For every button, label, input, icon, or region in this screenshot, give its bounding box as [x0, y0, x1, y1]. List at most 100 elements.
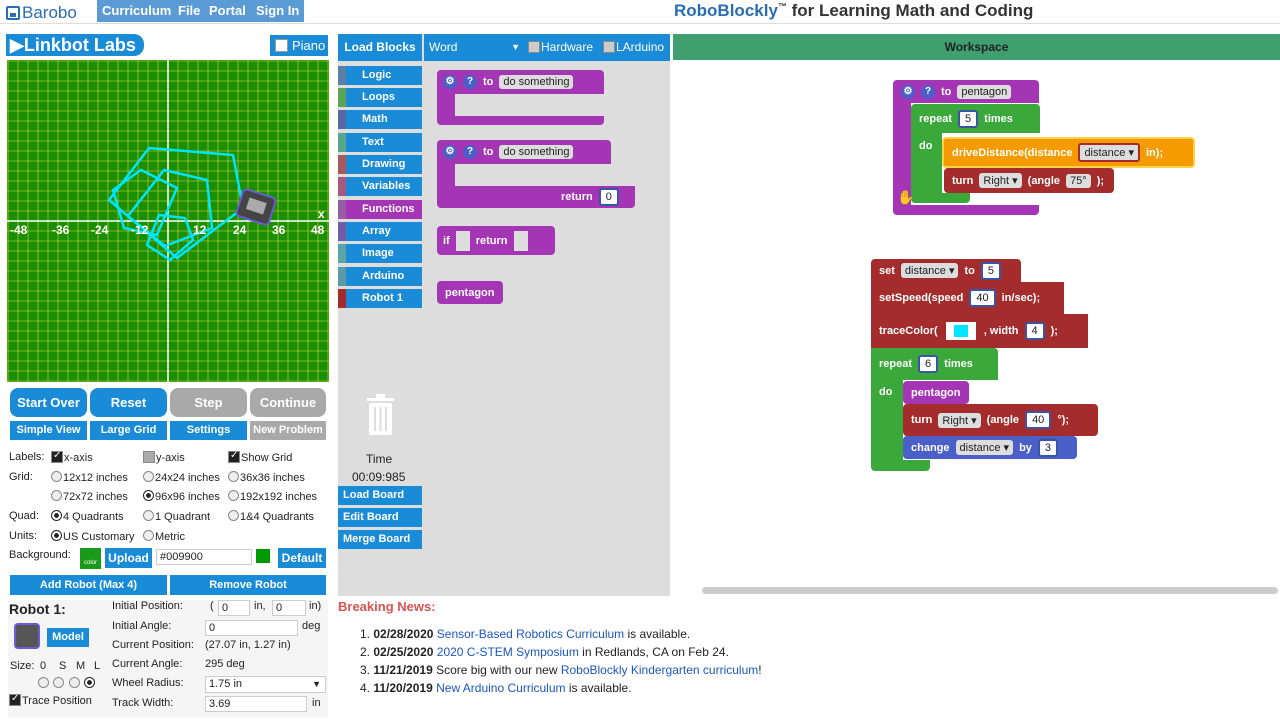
category-loops[interactable]: Loops	[338, 88, 422, 107]
category-functions[interactable]: Functions	[338, 200, 422, 219]
main-repeat-count[interactable]: 6	[918, 355, 939, 373]
grid-24x24[interactable]: 24x24 inches	[143, 471, 220, 484]
pentagon-call[interactable]	[903, 381, 969, 404]
app-title-rest: for Learning Math and Coding	[791, 1, 1034, 20]
category-arduino[interactable]: Arduino	[338, 267, 422, 286]
barobo-logo[interactable]: Barobo	[6, 3, 77, 23]
new-problem-button[interactable]: New Problem	[250, 421, 326, 440]
category-drawing[interactable]: Drawing	[338, 155, 422, 174]
background-hex-input[interactable]: #009900	[156, 549, 252, 565]
grid-96x96[interactable]: 96x96 inches	[143, 490, 220, 503]
y-axis-checkbox[interactable]	[143, 451, 155, 463]
background-color-tag[interactable]: color	[80, 548, 101, 569]
wheel-radius-select[interactable]: 1.75 in▼	[205, 676, 326, 693]
category-variables[interactable]: Variables	[338, 177, 422, 196]
nav-portal[interactable]: Portal	[204, 0, 252, 22]
set-speed-block[interactable]	[871, 282, 1064, 314]
func-name-field[interactable]: do something	[499, 75, 574, 89]
category-text[interactable]: Text	[338, 133, 422, 152]
background-swatch[interactable]	[256, 549, 270, 563]
distance-var-field[interactable]: distance ▾	[1078, 143, 1140, 162]
simple-view-button[interactable]: Simple View	[10, 421, 87, 440]
set-var-field[interactable]: distance ▾	[900, 263, 959, 278]
return-value[interactable]: 0	[598, 188, 619, 206]
merge-board-button[interactable]: Merge Board	[338, 530, 422, 549]
news-link[interactable]: Sensor-Based Robotics Curriculum	[436, 627, 625, 641]
quad-1[interactable]: 1 Quadrant	[143, 510, 210, 523]
nav-file[interactable]: File	[173, 0, 207, 22]
upload-button[interactable]: Upload	[105, 548, 152, 568]
continue-button[interactable]: Continue	[250, 388, 326, 417]
func-name-field[interactable]: do something	[499, 145, 574, 159]
change-var-field[interactable]: distance ▾	[955, 440, 1014, 455]
large-grid-button[interactable]: Large Grid	[90, 421, 167, 440]
news-link[interactable]: 2020 C-STEM Symposium	[436, 645, 579, 659]
initial-x-input[interactable]: 0	[218, 600, 250, 616]
robot-title: Robot 1:	[9, 601, 66, 617]
robot-icon[interactable]	[235, 188, 277, 226]
def-name-field[interactable]: pentagon	[957, 84, 1012, 99]
category-label: Math	[362, 113, 388, 125]
drive-distance-block[interactable]	[942, 137, 1195, 168]
news-link[interactable]: New Arduino Curriculum	[436, 681, 566, 695]
category-image[interactable]: Image	[338, 244, 422, 263]
load-blocks-button[interactable]: Load Blocks	[338, 34, 422, 61]
workspace-scrollbar[interactable]	[702, 587, 1278, 594]
grid-192x192[interactable]: 192x192 inches	[228, 490, 317, 503]
units-us[interactable]: US Customary	[51, 530, 135, 543]
edit-board-button[interactable]: Edit Board	[338, 508, 422, 527]
size-radios[interactable]	[38, 676, 96, 690]
add-robot-button[interactable]: Add Robot (Max 4)	[10, 575, 167, 595]
grid-12x12[interactable]: 12x12 inches	[51, 471, 128, 484]
trace-color-swatch[interactable]	[943, 320, 978, 342]
quad-1-4[interactable]: 1&4 Quadrants	[228, 510, 314, 523]
set-value[interactable]: 5	[980, 261, 1001, 280]
quad-4[interactable]: 4 Quadrants	[51, 510, 124, 523]
pentagon-call-block[interactable]	[437, 281, 503, 304]
piano-toggle[interactable]: Piano	[270, 35, 328, 56]
speed-value[interactable]: 40	[969, 289, 996, 307]
category-logic[interactable]: Logic	[338, 66, 422, 85]
initial-angle-input[interactable]: 0	[205, 620, 298, 636]
category-array[interactable]: Array	[338, 222, 422, 241]
default-button[interactable]: Default	[278, 548, 326, 568]
initial-y-input[interactable]: 0	[272, 600, 306, 616]
x-axis-option[interactable]: x-axis	[51, 450, 93, 464]
repeat-count[interactable]: 5	[958, 109, 979, 128]
reset-button[interactable]: Reset	[90, 388, 167, 417]
robot-grid[interactable]: -48 -36 -24 -12 12 24 36 48 x	[7, 60, 329, 382]
turn-angle-field[interactable]: 75°	[1066, 173, 1091, 188]
step-button[interactable]: Step	[170, 388, 247, 417]
load-board-button[interactable]: Load Board	[338, 486, 422, 505]
piano-checkbox[interactable]	[275, 39, 288, 52]
main-turn-block[interactable]	[903, 404, 1098, 436]
nav-sign-in[interactable]: Sign In	[251, 0, 306, 22]
change-by-value[interactable]: 3	[1037, 438, 1059, 457]
main-turn-direction-select[interactable]: Right ▾	[938, 412, 981, 428]
news-link[interactable]: RoboBlockly Kindergarten curriculum	[560, 663, 759, 677]
settings-button[interactable]: Settings	[170, 421, 247, 440]
trace-width-value[interactable]: 4	[1024, 322, 1045, 340]
grid-72x72[interactable]: 72x72 inches	[51, 490, 128, 503]
category-robot-1[interactable]: Robot 1	[338, 289, 422, 308]
y-axis-option[interactable]: y-axis	[143, 451, 185, 464]
remove-robot-button[interactable]: Remove Robot	[170, 575, 326, 595]
hardware-option[interactable]: Hardware	[528, 40, 593, 54]
turn-direction-select[interactable]: Right ▾	[979, 173, 1022, 188]
trace-position-option[interactable]: Trace Position	[9, 693, 92, 707]
x-axis-checkbox[interactable]	[51, 450, 63, 463]
grid-36x36[interactable]: 36x36 inches	[228, 471, 305, 484]
show-grid-option[interactable]: Show Grid	[228, 450, 292, 464]
language-select[interactable]: Word▼	[426, 38, 524, 57]
model-button[interactable]: Model	[47, 628, 89, 647]
start-over-button[interactable]: Start Over	[10, 388, 87, 417]
track-width-input[interactable]: 3.69	[205, 696, 307, 712]
trace-color-block[interactable]	[871, 314, 1088, 348]
category-math[interactable]: Math	[338, 110, 422, 129]
nav-curriculum[interactable]: Curriculum	[97, 0, 178, 22]
trash-icon[interactable]	[364, 392, 397, 437]
units-metric[interactable]: Metric	[143, 530, 185, 543]
main-turn-angle[interactable]: 40	[1025, 411, 1052, 429]
show-grid-checkbox[interactable]	[228, 450, 240, 463]
larduino-option[interactable]: LArduino	[603, 40, 664, 54]
